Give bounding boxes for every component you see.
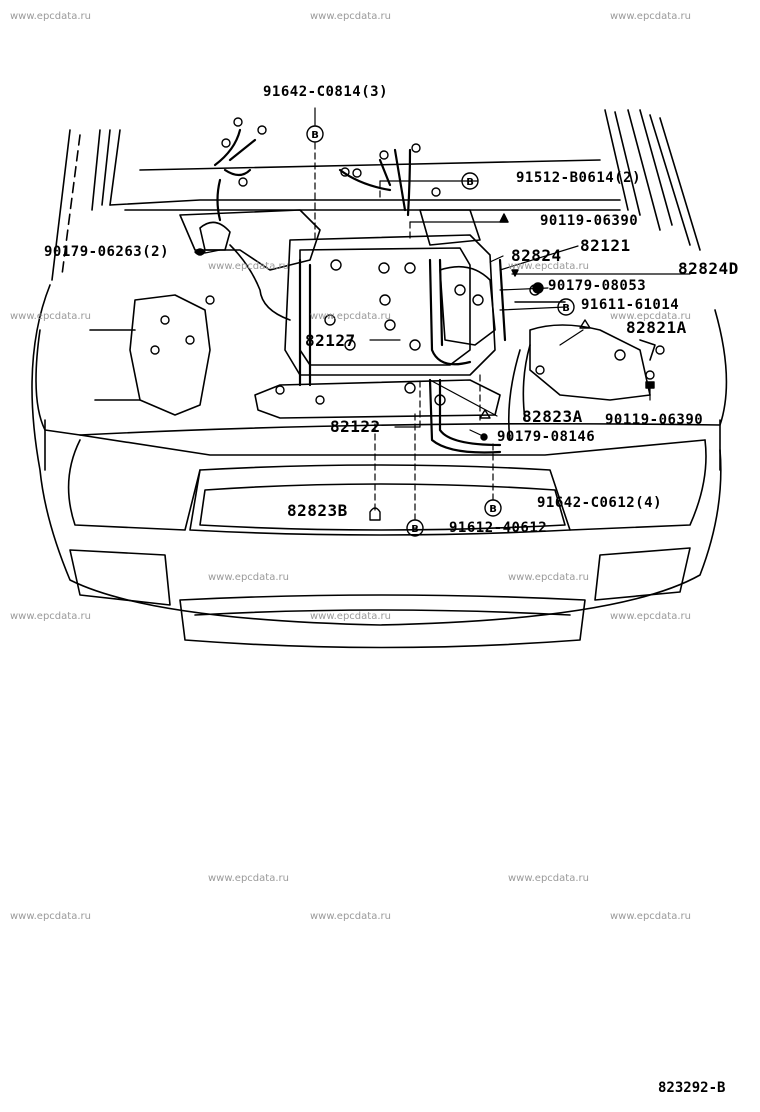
callout-b: B (311, 130, 319, 141)
part-label-82121[interactable]: 82121 (580, 236, 631, 255)
hood-outline (51, 109, 701, 281)
part-label-82823b[interactable]: 82823B (287, 501, 348, 520)
part-label-91611-61014[interactable]: 91611-61014 (581, 297, 680, 313)
part-label-82824d[interactable]: 82824D (678, 259, 739, 278)
part-label-82823a[interactable]: 82823A (522, 407, 583, 426)
watermark: www.epcdata.ru (10, 611, 91, 622)
callout-circles (306, 125, 575, 537)
connectors (150, 117, 665, 406)
part-label-91512-b0614[interactable]: 91512-B0614(2) (516, 170, 642, 186)
watermark: www.epcdata.ru (610, 311, 691, 322)
wire-harness (213, 128, 507, 454)
watermark: www.epcdata.ru (610, 611, 691, 622)
part-label-91642-c0814[interactable]: 91642-C0814(3) (263, 84, 389, 100)
watermark: www.epcdata.ru (10, 11, 91, 22)
part-label-90179-06263[interactable]: 90179-06263(2) (44, 244, 170, 260)
watermark: www.epcdata.ru (610, 911, 691, 922)
diagram-code: 823292-B (658, 1080, 726, 1096)
part-label-82127[interactable]: 82127 (305, 331, 356, 350)
part-label-90119-06390-mid[interactable]: 90119-06390 (605, 412, 704, 428)
callout-b: B (466, 177, 474, 188)
watermark: www.epcdata.ru (310, 911, 391, 922)
watermark: www.epcdata.ru (610, 11, 691, 22)
watermark: www.epcdata.ru (310, 611, 391, 622)
part-label-82122[interactable]: 82122 (330, 417, 381, 436)
part-label-90179-08146[interactable]: 90179-08146 (497, 429, 596, 445)
watermark: www.epcdata.ru (310, 11, 391, 22)
engine-bay (89, 209, 656, 441)
watermark: www.epcdata.ru (208, 261, 289, 272)
fastener-symbols (194, 213, 655, 521)
callout-b: B (489, 504, 497, 515)
watermark: www.epcdata.ru (10, 311, 91, 322)
callout-b: B (411, 524, 419, 535)
watermark: www.epcdata.ru (208, 873, 289, 884)
watermark: www.epcdata.ru (10, 911, 91, 922)
part-label-90119-06390-top[interactable]: 90119-06390 (540, 213, 639, 229)
part-label-82821a[interactable]: 82821A (626, 318, 687, 337)
part-label-91612-40612[interactable]: 91612-40612 (449, 520, 548, 536)
part-label-91642-c0612[interactable]: 91642-C0612(4) (537, 495, 663, 511)
callout-letters: B B B B B (311, 130, 570, 535)
callout-b: B (562, 303, 570, 314)
part-label-82824[interactable]: 82824 (511, 246, 562, 265)
bumper-outline (31, 284, 728, 649)
watermark: www.epcdata.ru (508, 572, 589, 583)
watermark: www.epcdata.ru (508, 873, 589, 884)
watermark: www.epcdata.ru (208, 572, 289, 583)
watermark: www.epcdata.ru (508, 261, 589, 272)
watermark: www.epcdata.ru (310, 311, 391, 322)
part-label-90179-08053[interactable]: 90179-08053 (548, 278, 647, 294)
